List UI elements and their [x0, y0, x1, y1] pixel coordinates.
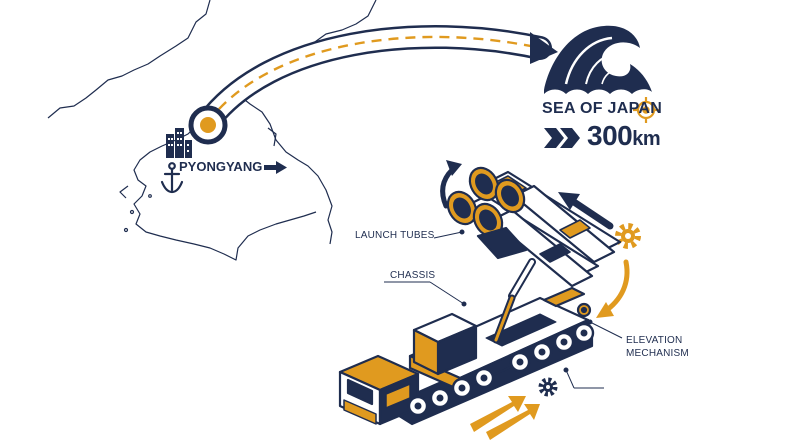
trajectory-arc [196, 25, 552, 134]
city-label: PYONGYANG [179, 159, 263, 174]
chassis-label: CHASSIS [390, 270, 436, 281]
launch-origin-marker [188, 105, 228, 145]
anchor-icon [160, 162, 184, 194]
elevation-label-line1: ELEVATION [626, 335, 683, 346]
city-buildings-icon [166, 128, 192, 158]
gear-icon [615, 223, 641, 249]
launch-tube-block [446, 166, 622, 288]
launch-tubes-label: LAUNCH TUBES [355, 230, 435, 241]
double-chevron-icon [544, 128, 580, 148]
distance-unit: km [632, 128, 661, 150]
target-crosshair-icon [633, 97, 659, 123]
elevation-up-arrow [440, 160, 462, 209]
elevation-label-line2: MECHANISM [626, 348, 689, 359]
trajectory-arrowhead [530, 32, 558, 64]
wave-icon [544, 25, 652, 94]
city-arrow-icon [264, 161, 287, 174]
distance-label: 300km [587, 120, 661, 152]
rotation-arc-arrow [596, 259, 630, 318]
elevation-mechanism-label: ELEVATION MECHANISM [626, 334, 689, 360]
gear-small-icon [538, 377, 558, 397]
leader-lines [384, 229, 623, 389]
sea-label: SEA OF JAPAN [542, 100, 663, 117]
distance-value: 300 [587, 120, 633, 151]
retract-arrow [558, 192, 614, 230]
forward-arrows [470, 396, 540, 440]
